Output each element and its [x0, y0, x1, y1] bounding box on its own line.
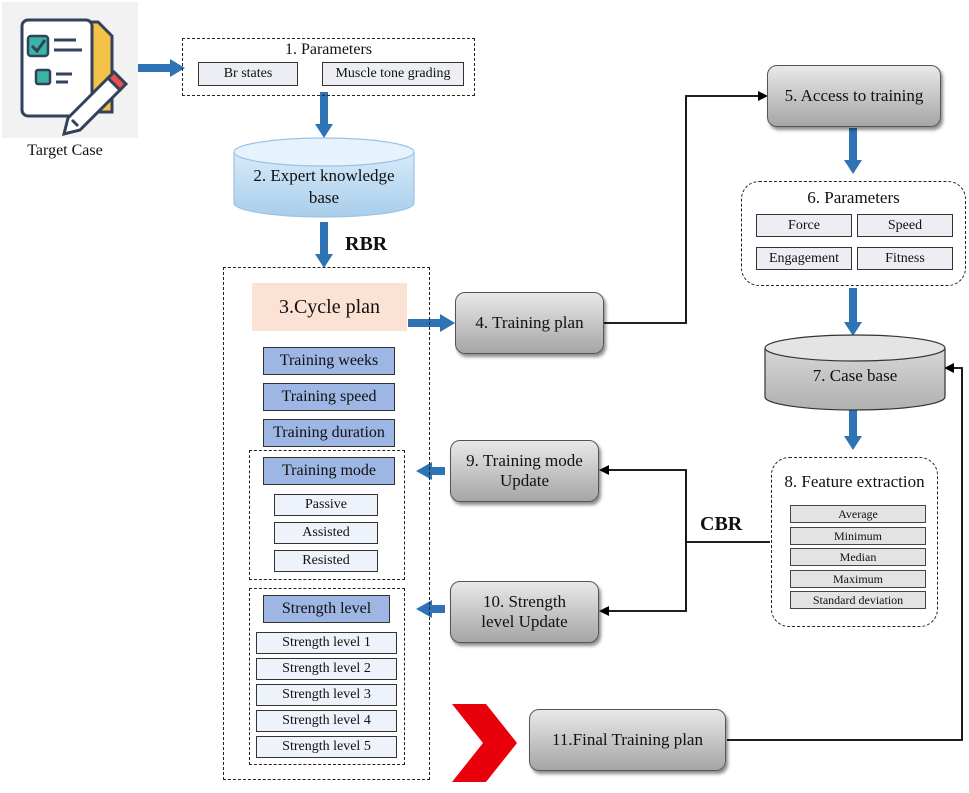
feature-maximum: Maximum	[790, 570, 926, 588]
mode-passive: Passive	[274, 494, 378, 516]
final-training-plan-node: 11.Final Training plan	[529, 709, 726, 771]
parameters-6-group: 6. Parameters	[741, 181, 966, 286]
rbr-label: RBR	[345, 233, 388, 255]
feature-average: Average	[790, 505, 926, 523]
mode-resisted: Resisted	[274, 550, 378, 572]
expert-knowledge-base-label: 2. Expert knowledge base	[253, 165, 395, 207]
feature-extraction-title: 8. Feature extraction	[784, 472, 925, 491]
target-case-label: Target Case	[27, 142, 103, 159]
strength-level-4: Strength level 4	[256, 710, 397, 732]
cbr-label: CBR	[700, 513, 743, 535]
strength-level-group	[249, 588, 405, 765]
cycle-plan-title: 3.Cycle plan	[252, 283, 407, 331]
strength-level-2: Strength level 2	[256, 658, 397, 680]
line-features-to-mode-update	[599, 465, 770, 543]
cycle-plan-group	[223, 267, 430, 780]
final-red-arrow-icon	[452, 704, 517, 782]
strength-level-1: Strength level 1	[256, 632, 397, 654]
case-base-cylinder	[764, 334, 946, 411]
strength-level-update-node: 10. Strength level Update	[450, 581, 599, 643]
strength-level-5: Strength level 5	[256, 736, 397, 758]
param-br-states: Br states	[198, 62, 298, 86]
param-muscle-tone-grading: Muscle tone grading	[322, 62, 464, 86]
param-fitness: Fitness	[857, 247, 953, 270]
arrow-params6-to-casebase	[844, 288, 862, 336]
checklist-document-icon	[2, 2, 138, 138]
line-training-plan-to-access	[604, 91, 768, 324]
arrow-params-to-kb	[315, 92, 333, 138]
param-speed: Speed	[857, 214, 953, 237]
training-mode-group	[249, 450, 405, 580]
feature-median: Median	[790, 548, 926, 566]
training-weeks-box: Training weeks	[263, 347, 395, 375]
arrow-cycle-to-training-plan	[408, 314, 455, 332]
line-features-to-strength-update	[599, 542, 687, 616]
training-plan-node: 4. Training plan	[455, 292, 604, 354]
arrow-target-to-params	[138, 59, 185, 77]
parameters-1-title: 1. Parameters	[284, 41, 373, 58]
feature-minimum: Minimum	[790, 527, 926, 545]
strength-level-box: Strength level	[263, 595, 390, 623]
parameters-1-group: 1. Parameters Br states Muscle tone grad…	[182, 38, 475, 96]
arrow-mode-update-to-mode	[416, 462, 445, 480]
arrow-kb-to-cycle	[315, 222, 333, 268]
access-to-training-node: 5. Access to training	[767, 65, 941, 127]
training-speed-box: Training speed	[263, 383, 395, 411]
arrow-access-to-params6	[844, 128, 862, 174]
param-engagement: Engagement	[756, 247, 852, 270]
training-duration-box: Training duration	[263, 419, 395, 447]
arrow-strength-update-to-strength	[416, 600, 445, 618]
feature-standard-deviation: Standard deviation	[790, 591, 926, 609]
feature-extraction-group: 8. Feature extraction	[771, 457, 938, 627]
strength-level-3: Strength level 3	[256, 684, 397, 706]
param-force: Force	[756, 214, 852, 237]
line-final-to-casebase	[727, 363, 963, 741]
mode-assisted: Assisted	[274, 522, 378, 544]
expert-knowledge-base-cylinder	[233, 137, 415, 218]
case-base-label: 7. Case base	[812, 366, 898, 385]
parameters-6-title: 6. Parameters	[807, 188, 900, 207]
training-mode-box: Training mode	[263, 457, 395, 485]
arrow-casebase-to-features	[844, 404, 862, 450]
training-mode-update-node: 9. Training mode Update	[450, 440, 599, 502]
